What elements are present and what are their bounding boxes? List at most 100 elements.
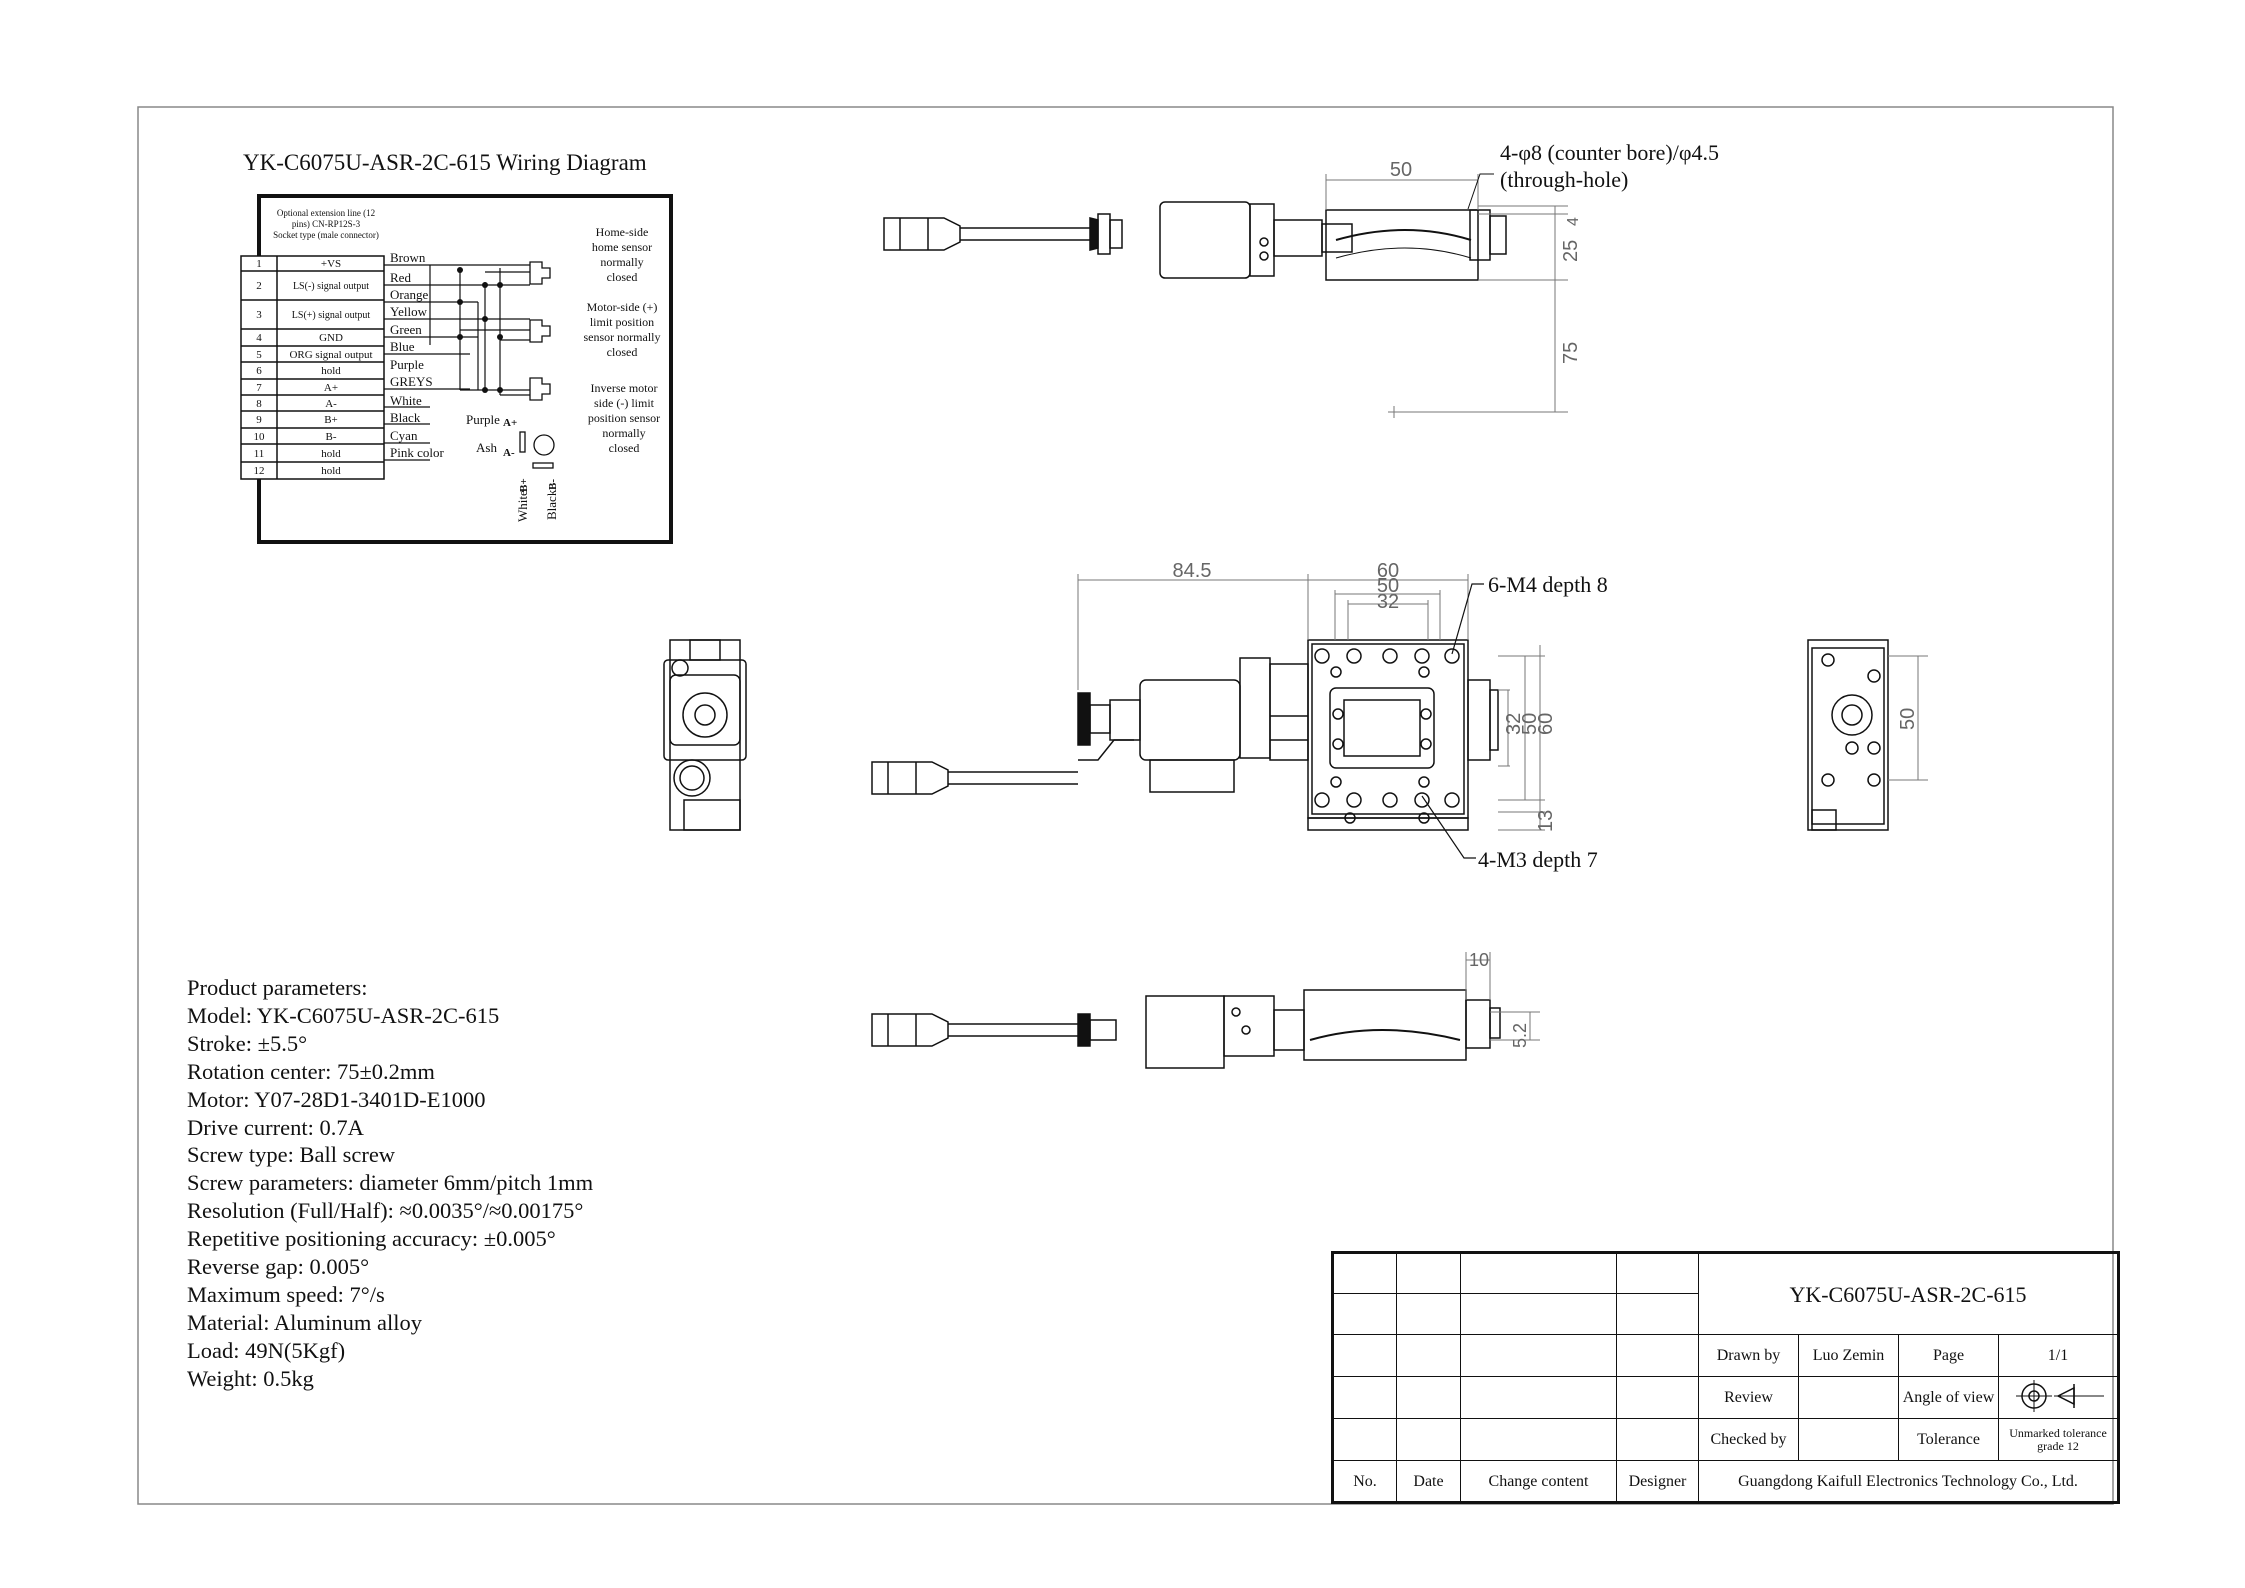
revision-cell	[1396, 1376, 1461, 1419]
pin-name: B-	[326, 431, 337, 443]
revision-cell	[1332, 1252, 1397, 1294]
revision-cell	[1460, 1293, 1617, 1335]
wire-label: Cyan	[390, 428, 418, 443]
motor-b-minus-label: B-	[547, 479, 559, 490]
drawn-by-label: Drawn by	[1698, 1334, 1799, 1377]
revision-cell	[1616, 1376, 1699, 1419]
bottom-view	[871, 989, 1501, 1069]
revision-cell	[1460, 1334, 1617, 1377]
dim-right-50: 50	[1897, 708, 1919, 730]
connector-note-3: Socket type (male connector)	[273, 230, 379, 240]
param-line: Stroke: ±5.5°	[187, 1030, 308, 1056]
product-parameters: Product parameters: Model: YK-C6075U-ASR…	[187, 974, 593, 1393]
motor-a-minus-label: A-	[503, 447, 515, 459]
wire-label: GREYS	[390, 374, 433, 389]
param-line: Material: Aluminum alloy	[187, 1309, 422, 1335]
tolerance-label: Tolerance	[1898, 1418, 1999, 1461]
pin-name: hold	[321, 365, 341, 377]
motor-b-plus-label: B+	[518, 478, 530, 492]
inverse-sensor-label: closed	[609, 441, 640, 455]
param-line: Repetitive positioning accuracy: ±0.005°	[187, 1226, 556, 1252]
right-side-view	[1807, 639, 1889, 831]
wiring-diagram: YK-C6075U-ASR-2C-615 Wiring Diagram Opti…	[240, 150, 673, 544]
pin-name: A+	[324, 382, 338, 394]
param-line: Product parameters:	[187, 975, 368, 1000]
sensor-labels: Home-side home sensor normally closed Mo…	[584, 225, 661, 455]
dim-bot-10: 10	[1469, 950, 1489, 970]
revision-cell	[1460, 1418, 1617, 1461]
front-view-dims	[1077, 574, 1545, 831]
left-side-view	[663, 639, 747, 831]
inverse-sensor-label: side (-) limit	[594, 396, 655, 410]
home-sensor-label: home sensor	[592, 240, 652, 254]
revision-cell	[1396, 1252, 1461, 1294]
inverse-sensor-label: normally	[602, 426, 645, 440]
wire-label: Black	[390, 410, 421, 425]
drawing-title: YK-C6075U-ASR-2C-615	[1698, 1252, 2119, 1335]
wire-label: White	[390, 393, 422, 408]
callout-m4: 6-M4 depth 8	[1488, 572, 1608, 597]
pin-name: LS(-) signal output	[293, 281, 369, 292]
dim-mid-32: 32	[1377, 591, 1399, 613]
pin-name: GND	[319, 332, 343, 344]
param-line: Resolution (Full/Half): ≈0.0035°/≈0.0017…	[187, 1198, 584, 1224]
pin-table-text: 1 +VS 2 LS(-) signal output 3 LS(+) sign…	[254, 258, 373, 477]
projection-symbol-cell	[1998, 1376, 2119, 1419]
revision-cell	[1332, 1418, 1397, 1461]
wire-junctions	[457, 267, 503, 393]
param-line: Weight: 0.5kg	[187, 1365, 314, 1391]
pin-name: hold	[321, 448, 341, 460]
dim-top-50: 50	[1390, 159, 1412, 181]
callout-counterbore: 4-φ8 (counter bore)/φ4.5	[1500, 140, 1719, 165]
param-line: Load: 49N(5Kgf)	[187, 1337, 346, 1363]
motor-black-label: Black	[544, 489, 559, 520]
page-label: Page	[1898, 1334, 1999, 1377]
dim-mid-v60: 60	[1535, 713, 1557, 735]
pin-table	[240, 255, 385, 480]
wiring-title: YK-C6075U-ASR-2C-615 Wiring Diagram	[243, 150, 647, 175]
pin-no: 1	[256, 258, 262, 270]
page-value: 1/1	[1998, 1334, 2119, 1377]
param-line: Screw type: Ball screw	[187, 1142, 396, 1168]
pin-no: 11	[254, 448, 265, 460]
pin-no: 7	[256, 382, 262, 394]
revision-cell	[1332, 1376, 1397, 1419]
top-view-dims	[1325, 173, 1568, 418]
home-sensor-label: Home-side	[596, 225, 649, 239]
revision-cell	[1396, 1418, 1461, 1461]
pin-no: 5	[256, 349, 262, 361]
change-content-header: Change content	[1460, 1460, 1617, 1503]
pin-no: 12	[254, 465, 265, 477]
designer-header: Designer	[1616, 1460, 1699, 1503]
callout-through-hole: (through-hole)	[1500, 167, 1628, 192]
wire-label: Green	[390, 322, 422, 337]
inverse-sensor-label: Inverse motor	[591, 381, 658, 395]
callout-m3: 4-M3 depth 7	[1478, 847, 1598, 872]
dim-mid-50: 50	[1377, 575, 1399, 597]
leader-m3	[1421, 795, 1476, 859]
revision-cell	[1332, 1293, 1397, 1335]
pin-name: LS(+) signal output	[292, 310, 371, 321]
angle-of-view-label: Angle of view	[1898, 1376, 1999, 1419]
dim-bot-52: 5.2	[1510, 1023, 1530, 1048]
wire-label: Blue	[390, 339, 415, 354]
dim-top-75: 75	[1560, 342, 1582, 364]
connector-note-2: pins) CN-RP12S-3	[292, 219, 361, 229]
projection-symbol-icon	[2016, 1379, 2104, 1412]
motor-white-label: White	[515, 490, 530, 522]
dim-top-25: 25	[1560, 240, 1582, 262]
wire-label: Purple	[390, 357, 424, 372]
motor-ash-label: Ash	[476, 440, 497, 455]
param-line: Drive current: 0.7A	[187, 1114, 364, 1140]
checked-by-label: Checked by	[1698, 1418, 1799, 1461]
title-block: YK-C6075U-ASR-2C-615 Drawn by Luo Zemin …	[1331, 1251, 2120, 1504]
pin-no: 4	[256, 332, 262, 344]
wire-labels: Brown Red Orange Yellow Green Blue Purpl…	[390, 250, 444, 460]
pin-no: 10	[254, 431, 266, 443]
param-line: Maximum speed: 7°/s	[187, 1281, 385, 1307]
company-name: Guangdong Kaifull Electronics Technology…	[1698, 1460, 2119, 1503]
right-side-dims	[1888, 655, 1928, 781]
checked-by-value	[1798, 1418, 1899, 1461]
motor-sensor-label: sensor normally	[584, 330, 661, 344]
param-line: Rotation center: 75±0.2mm	[187, 1058, 435, 1084]
